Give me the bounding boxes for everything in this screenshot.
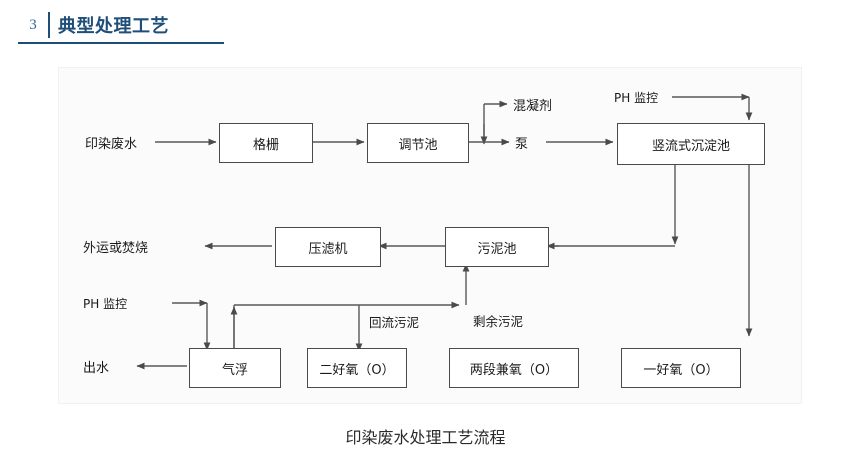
label-pump: 泵 [515, 137, 529, 152]
label-disposal: 外运或焚烧 [83, 241, 149, 256]
node-yaluji[interactable]: 压滤机 [275, 227, 381, 267]
label-inlet: 印染废水 [85, 137, 138, 152]
label-effluent: 出水 [83, 361, 110, 376]
diagram-caption: 印染废水处理工艺流程 [345, 428, 506, 447]
node-yihaoyang[interactable]: 一好氧（O） [621, 348, 741, 388]
label-return-sludge: 回流污泥 [369, 315, 420, 330]
node-wunichi[interactable]: 污泥池 [445, 227, 549, 267]
node-chendianchi[interactable]: 竖流式沉淀池 [617, 123, 765, 165]
node-qifu[interactable]: 气浮 [189, 348, 281, 388]
label-ph-monitor-top: PH 监控 [614, 91, 659, 105]
node-erhaoyang[interactable]: 二好氧（O） [307, 348, 407, 388]
node-tiaojiechi[interactable]: 调节池 [367, 123, 469, 163]
section-number: 3 [29, 17, 37, 33]
label-coagulant: 混凝剂 [513, 99, 553, 114]
page-title: 典型处理工艺 [58, 16, 169, 37]
label-ph-monitor-bottom: PH 监控 [83, 297, 128, 311]
label-excess-sludge: 剩余污泥 [473, 314, 524, 329]
node-jianyang[interactable]: 两段兼氧（O） [449, 348, 579, 388]
header-divider [48, 12, 50, 38]
section-header: 3 典型处理工艺 [18, 8, 224, 44]
node-gezha[interactable]: 格栅 [219, 123, 313, 163]
process-flow-diagram: 印染废水 混凝剂 泵 PH 监控 外运或焚烧 PH 监控 出水 剩余污泥 回流污… [58, 67, 802, 404]
